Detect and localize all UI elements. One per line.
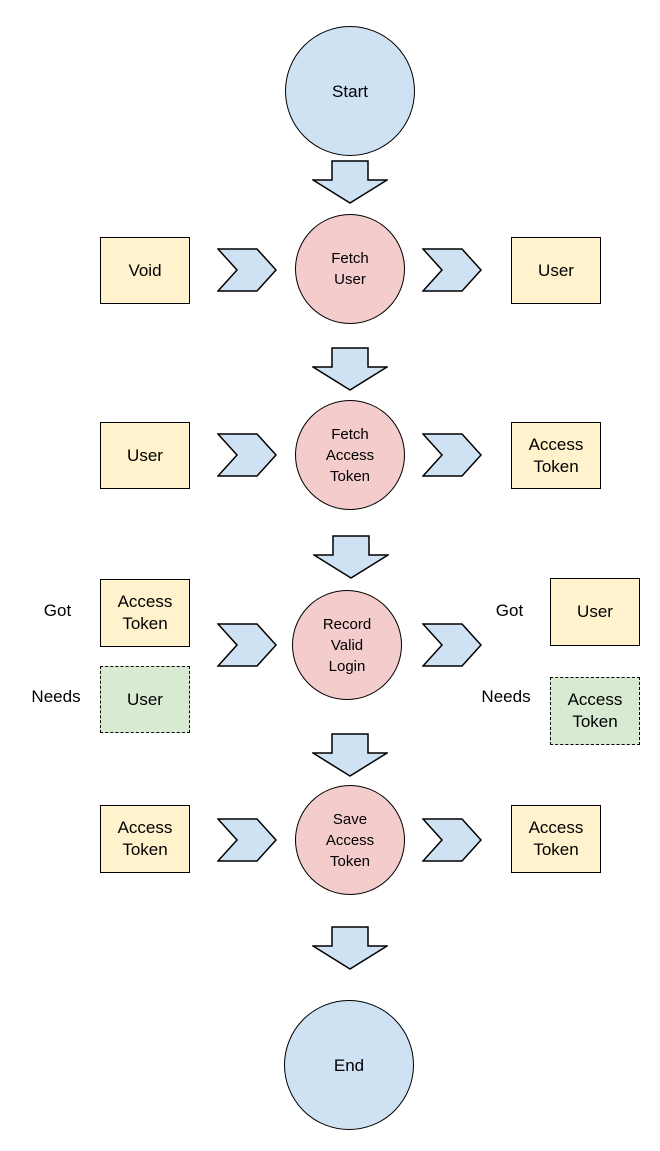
chevron-right-arrow-shape [422,623,482,667]
chevron-right-arrow-shape [217,248,277,292]
chevron-right-arrow [217,623,277,667]
input-box-label: Access Token [117,818,173,859]
chevron-right-arrow [422,433,482,477]
needs-box-label: User [127,689,163,709]
down-arrow [313,535,389,579]
end-node-label: End [333,1055,365,1075]
down-arrow-shape [312,160,388,204]
input-box-label: Void [128,260,162,280]
down-arrow-shape [312,926,388,970]
got-label-left: Got [43,601,72,620]
chevron-right-arrow-shape [422,433,482,477]
output-box-label: User [538,260,574,280]
step-node-label: Fetch User [331,250,369,288]
step-node-label: Record Valid Login [322,615,372,675]
end-node: End [284,1000,414,1130]
input-box-access-token: Access Token [100,805,190,873]
start-node-label: Start [332,81,368,101]
input-box-user: User [100,422,190,489]
needs-box-label: Access Token [567,690,623,731]
needs-box-user: User [100,666,190,733]
chevron-right-arrow [422,818,482,862]
output-box-user: User [511,237,601,304]
input-box-label: User [127,445,163,465]
chevron-right-arrow-shape [217,623,277,667]
chevron-right-arrow [217,818,277,862]
got-box-label: Access Token [117,592,173,633]
chevron-right-arrow [422,248,482,292]
needs-box-access-token: Access Token [550,677,640,745]
got-box-label: User [577,602,613,621]
needs-label-right: Needs [481,687,531,706]
down-arrow [312,160,388,204]
down-arrow [312,926,388,970]
got-box-user: User [550,578,640,646]
got-label-right: Got [495,601,524,620]
chevron-right-arrow-shape [422,818,482,862]
step-node-label: Fetch Access Token [325,425,375,485]
down-arrow [312,733,388,777]
output-box-access-token: Access Token [511,422,601,489]
output-box-label: Access Token [528,434,584,476]
down-arrow [312,347,388,391]
chevron-right-arrow [422,623,482,667]
step-node-record-valid-login: Record Valid Login [292,590,402,700]
chevron-right-arrow-shape [217,433,277,477]
step-node-label: Save Access Token [325,810,375,870]
output-box-access-token: Access Token [511,805,601,873]
got-box-access-token: Access Token [100,579,190,647]
down-arrow-shape [312,347,388,391]
needs-label-left: Needs [31,687,81,706]
input-box-void: Void [100,237,190,304]
down-arrow-shape [312,733,388,777]
chevron-right-arrow-shape [422,248,482,292]
chevron-right-arrow [217,433,277,477]
step-node-fetch-user: Fetch User [295,214,405,324]
step-node-save-access-token: Save Access Token [295,785,405,895]
chevron-right-arrow [217,248,277,292]
chevron-right-arrow-shape [217,818,277,862]
output-box-label: Access Token [528,818,584,859]
down-arrow-shape [313,535,389,579]
step-node-fetch-access-token: Fetch Access Token [295,400,405,510]
start-node: Start [285,26,415,156]
